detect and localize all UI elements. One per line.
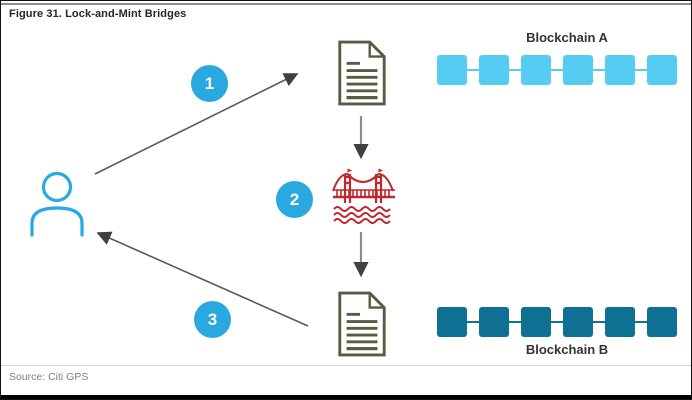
- document-icon-bottom: [334, 289, 390, 359]
- blockchain-b-chain: [437, 307, 677, 337]
- figure-title: Figure 31. Lock-and-Mint Bridges: [9, 8, 187, 20]
- blockchain-a-label: Blockchain A: [526, 30, 608, 45]
- chain-block: [479, 307, 509, 337]
- chain-block: [563, 307, 593, 337]
- chain-block: [479, 55, 509, 85]
- chain-block: [437, 55, 467, 85]
- chain-block: [647, 307, 677, 337]
- chain-block: [563, 55, 593, 85]
- source-divider: [1, 365, 691, 366]
- step-badge-2: 2: [276, 181, 313, 218]
- chain-block: [647, 55, 677, 85]
- user-icon: [27, 170, 89, 238]
- step-badge-3: 3: [194, 301, 231, 338]
- chain-block: [521, 307, 551, 337]
- blockchain-b-label: Blockchain B: [525, 342, 609, 357]
- chain-block: [605, 55, 635, 85]
- bridge-icon: [331, 167, 397, 228]
- chain-block: [521, 55, 551, 85]
- figure-source: Source: Citi GPS: [9, 371, 89, 383]
- blockchain-a-chain: [437, 55, 677, 85]
- bottom-border: [1, 395, 691, 399]
- chain-block: [437, 307, 467, 337]
- top-divider: [1, 3, 691, 5]
- document-icon-top: [334, 38, 390, 108]
- chain-block: [605, 307, 635, 337]
- step-badge-1: 1: [191, 65, 228, 102]
